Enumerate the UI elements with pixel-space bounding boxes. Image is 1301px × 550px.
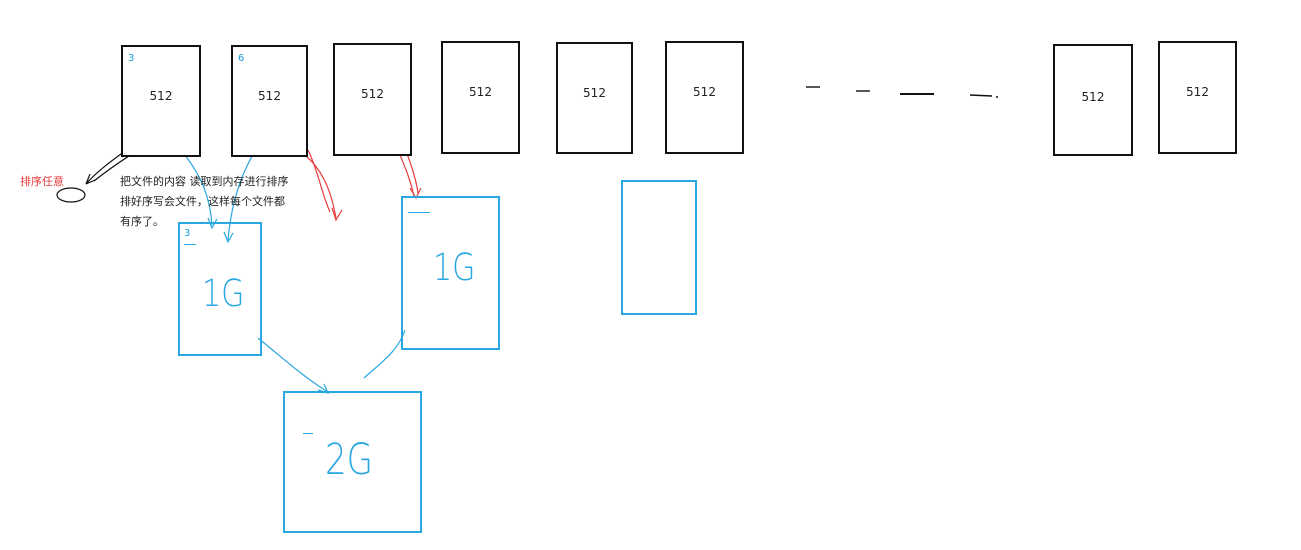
arrow-blue-1 [184, 154, 213, 226]
block-6-label: 512 [693, 85, 716, 99]
merged-block-2-label: 1G [433, 246, 476, 290]
block-8-label: 512 [1186, 85, 1209, 99]
block-4-label: 512 [469, 85, 492, 99]
arrow-red-1-head [331, 207, 343, 222]
block-6: 512 [665, 41, 744, 154]
arrow-red-2-head [409, 187, 422, 200]
arrow-red-2 [397, 149, 415, 197]
merged-block-1-tick [184, 244, 196, 245]
final-block: 2G [283, 391, 422, 533]
arrow-red-1 [304, 154, 337, 219]
block-1-label: 512 [149, 89, 173, 103]
description-line-2: 排好序写会文件，这样每个文件都 [120, 195, 285, 208]
arrow-black-head [85, 173, 96, 185]
description-line-3: 有序了。 [120, 215, 164, 228]
block-7: 512 [1053, 44, 1133, 156]
block-5: 512 [556, 42, 633, 154]
merged-block-3 [621, 180, 697, 315]
block-3-label: 512 [361, 87, 384, 101]
description-line-1: 把文件的内容 读取到内存进行排序 [120, 175, 289, 188]
block-1-index: 3 [128, 53, 135, 64]
final-block-tick [303, 433, 313, 434]
block-3: 512 [333, 43, 412, 156]
arrow-blue-2-head [223, 231, 234, 244]
ellipsis-dot [996, 96, 998, 98]
ellipsis-dash-4 [969, 94, 993, 97]
block-5-label: 512 [583, 86, 606, 100]
merged-block-1-index: 3 [184, 228, 191, 239]
block-2-index: 6 [238, 53, 245, 64]
merged-block-1-label: 1G [202, 272, 245, 316]
note-sort-any: 排序任意 [20, 175, 64, 188]
merged-block-2-tick [408, 212, 430, 213]
block-1: 3 512 [121, 45, 201, 157]
block-2: 6 512 [231, 45, 308, 157]
block-4: 512 [441, 41, 520, 154]
block-2-label: 512 [258, 89, 281, 103]
arrow-red-1b [307, 149, 331, 213]
hand-ellipse [56, 187, 86, 203]
block-8: 512 [1158, 41, 1237, 154]
arrow-merge-left [257, 337, 329, 393]
block-7-label: 512 [1081, 90, 1105, 104]
final-block-label: 2G [325, 435, 373, 485]
arrow-merge-right [363, 329, 406, 379]
description-note: 把文件的内容 读取到内存进行排序 排好序写会文件，这样每个文件都 有序了。 [120, 172, 310, 232]
merged-block-2: 1G [401, 196, 500, 350]
merged-block-1: 3 1G [178, 222, 262, 356]
